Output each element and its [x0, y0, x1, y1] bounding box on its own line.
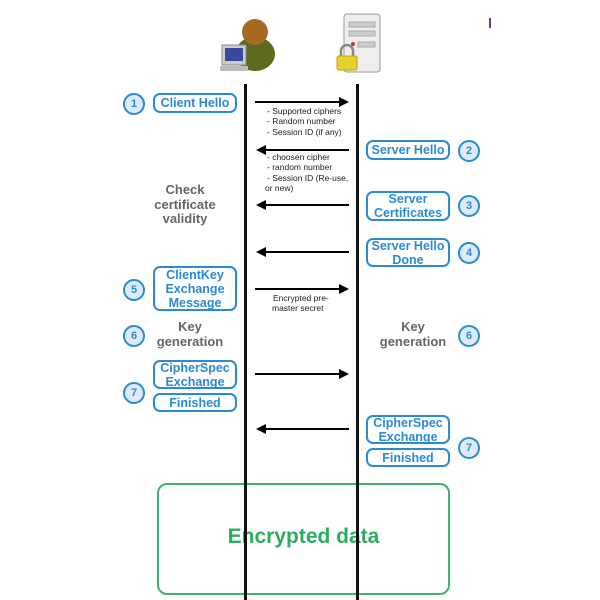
text-line: Certificates [373, 206, 443, 220]
text-line: Key [178, 319, 202, 334]
user-computer-icon [220, 19, 275, 71]
client-hello-arrow [255, 97, 349, 107]
client-hello-notes: - Supported ciphers - Random number - Se… [267, 106, 342, 137]
server-hello-arrow [256, 145, 349, 155]
encrypted-data-label: Encrypted data [227, 525, 380, 548]
step-badge-1: 1 [123, 93, 145, 115]
server-cipherspec-box: CipherSpec Exchange [366, 415, 450, 444]
step-badge-7-server: 7 [458, 437, 480, 459]
note-line: master secret [272, 303, 324, 314]
step-badge-3: 3 [458, 195, 480, 217]
text-line: certificate [154, 196, 216, 212]
text-line: CipherSpec [373, 415, 443, 430]
text-line: Server Hello [371, 238, 445, 253]
client-key-exchange-notes: Encrypted pre- master secret [272, 293, 329, 314]
client-lifeline [244, 84, 247, 600]
step-badge-6-client: 6 [123, 325, 145, 347]
server-lock-icon [336, 13, 381, 73]
text-line: validity [162, 211, 208, 226]
note-line: or new) [265, 182, 294, 193]
note-line: - Supported ciphers [267, 106, 342, 116]
server-certificates-arrow [256, 200, 349, 210]
text-line: Key [401, 319, 425, 334]
cursor-mark [489, 18, 491, 28]
text-line: generation [379, 333, 447, 349]
client-cipherspec-box: CipherSpec Exchange [153, 360, 237, 389]
server-hello-done-box: Server Hello Done [366, 238, 450, 267]
server-lifeline [356, 84, 359, 600]
note-line: - choosen cipher [267, 152, 330, 162]
step-badge-4: 4 [458, 242, 480, 264]
server-finished-box: Finished [366, 448, 450, 467]
server-hello-notes: - choosen cipher - random number - Sessi… [265, 152, 349, 193]
client-key-exchange-box: ClientKey Exchange Message [153, 266, 237, 311]
note-line: Encrypted pre- [273, 293, 329, 303]
client-finished-box: Finished [153, 393, 237, 412]
server-cipherspec-arrow [256, 424, 349, 434]
note-line: - Session ID (Re-use, [267, 172, 349, 183]
server-certificates-box: Server Certificates [366, 191, 450, 221]
note-line: - random number [267, 162, 333, 173]
step-badge-7-client: 7 [123, 382, 145, 404]
text-line: Done [392, 252, 424, 267]
client-key-exchange-arrow [255, 284, 349, 294]
text-line: Exchange [165, 374, 225, 389]
step-badge-2: 2 [458, 140, 480, 162]
server-hello-done-arrow [256, 247, 349, 257]
client-key-generation-label: Key generation [148, 319, 232, 349]
client-hello-box: Client Hello [153, 93, 237, 113]
client-cipherspec-arrow [255, 369, 349, 379]
encrypted-data-box [157, 483, 450, 595]
text-line: Server [388, 192, 428, 206]
server-key-generation-label: Key generation [371, 319, 455, 349]
text-line: Message [168, 295, 222, 310]
step-badge-6-server: 6 [458, 325, 480, 347]
step-badge-5: 5 [123, 279, 145, 301]
text-line: Exchange [165, 281, 225, 296]
text-line: generation [156, 333, 224, 349]
check-certificate-label: Check certificate validity [140, 182, 230, 227]
server-hello-box: Server Hello [366, 140, 450, 160]
text-line: ClientKey [166, 267, 224, 282]
note-line: - Random number [267, 116, 336, 127]
note-line: - Session ID (if any) [267, 126, 342, 137]
text-line: CipherSpec [160, 360, 230, 375]
text-line: Exchange [378, 429, 438, 444]
text-line: Check [165, 182, 205, 197]
